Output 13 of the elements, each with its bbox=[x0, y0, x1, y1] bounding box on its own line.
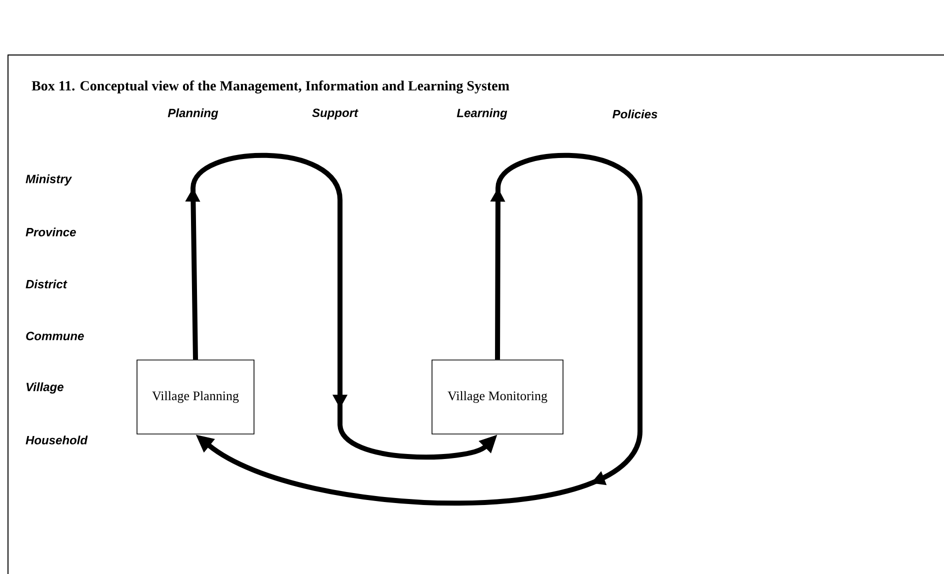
level-label: Commune bbox=[26, 332, 84, 340]
column-heading: Policies bbox=[612, 110, 658, 118]
level-label: Province bbox=[26, 228, 76, 236]
process-box: Village Planning bbox=[136, 360, 254, 434]
column-heading: Support bbox=[312, 108, 358, 120]
level-label: Village bbox=[26, 382, 64, 394]
column-heading: Learning bbox=[456, 108, 508, 120]
level-label: Household bbox=[26, 436, 88, 444]
level-label: Ministry bbox=[26, 174, 72, 186]
column-heading: Planning bbox=[168, 108, 218, 120]
process-box: Village Monitoring bbox=[432, 360, 564, 434]
level-label: District bbox=[26, 280, 68, 288]
title: Box 11. Conceptual view of the Management, Information and Learning System bbox=[32, 80, 510, 94]
